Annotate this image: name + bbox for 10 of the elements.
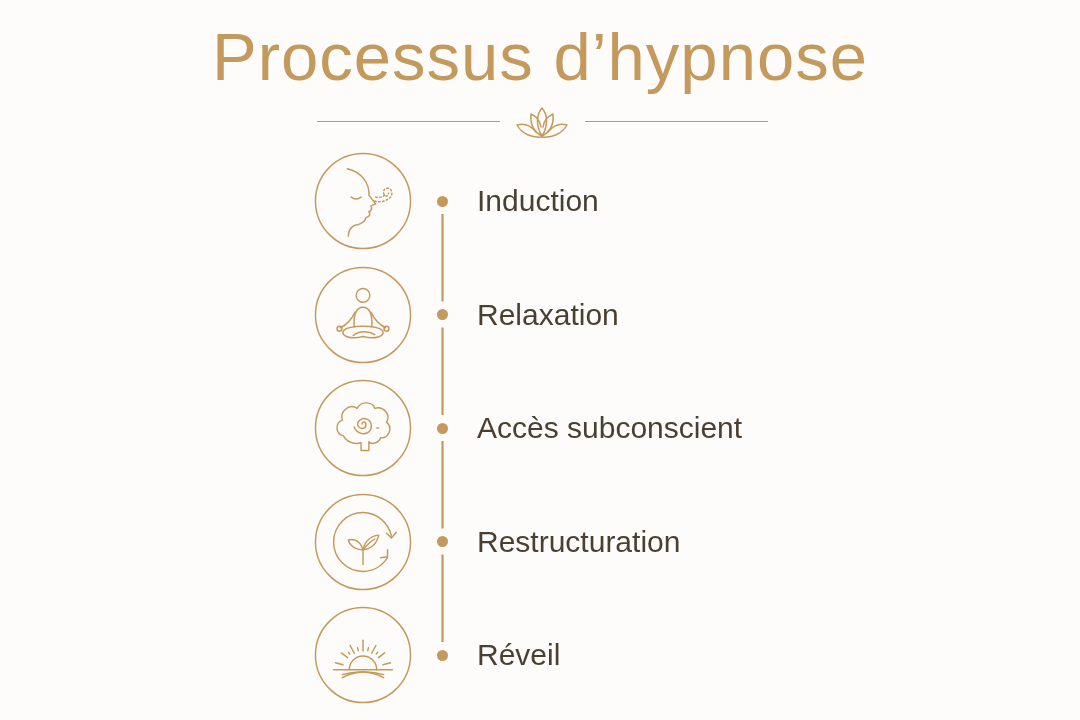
connector-line xyxy=(441,214,444,302)
step-label: Induction xyxy=(477,188,599,214)
step-label: Accès subconscient xyxy=(477,415,743,441)
connector-line xyxy=(441,441,444,529)
connector-line xyxy=(441,327,444,415)
step-label: Restructuration xyxy=(477,528,681,555)
connector-line xyxy=(441,554,444,642)
title: Processus d’hypnose xyxy=(211,18,869,96)
step-label: Relaxation xyxy=(477,301,619,328)
step-label: Réveil xyxy=(477,642,561,668)
